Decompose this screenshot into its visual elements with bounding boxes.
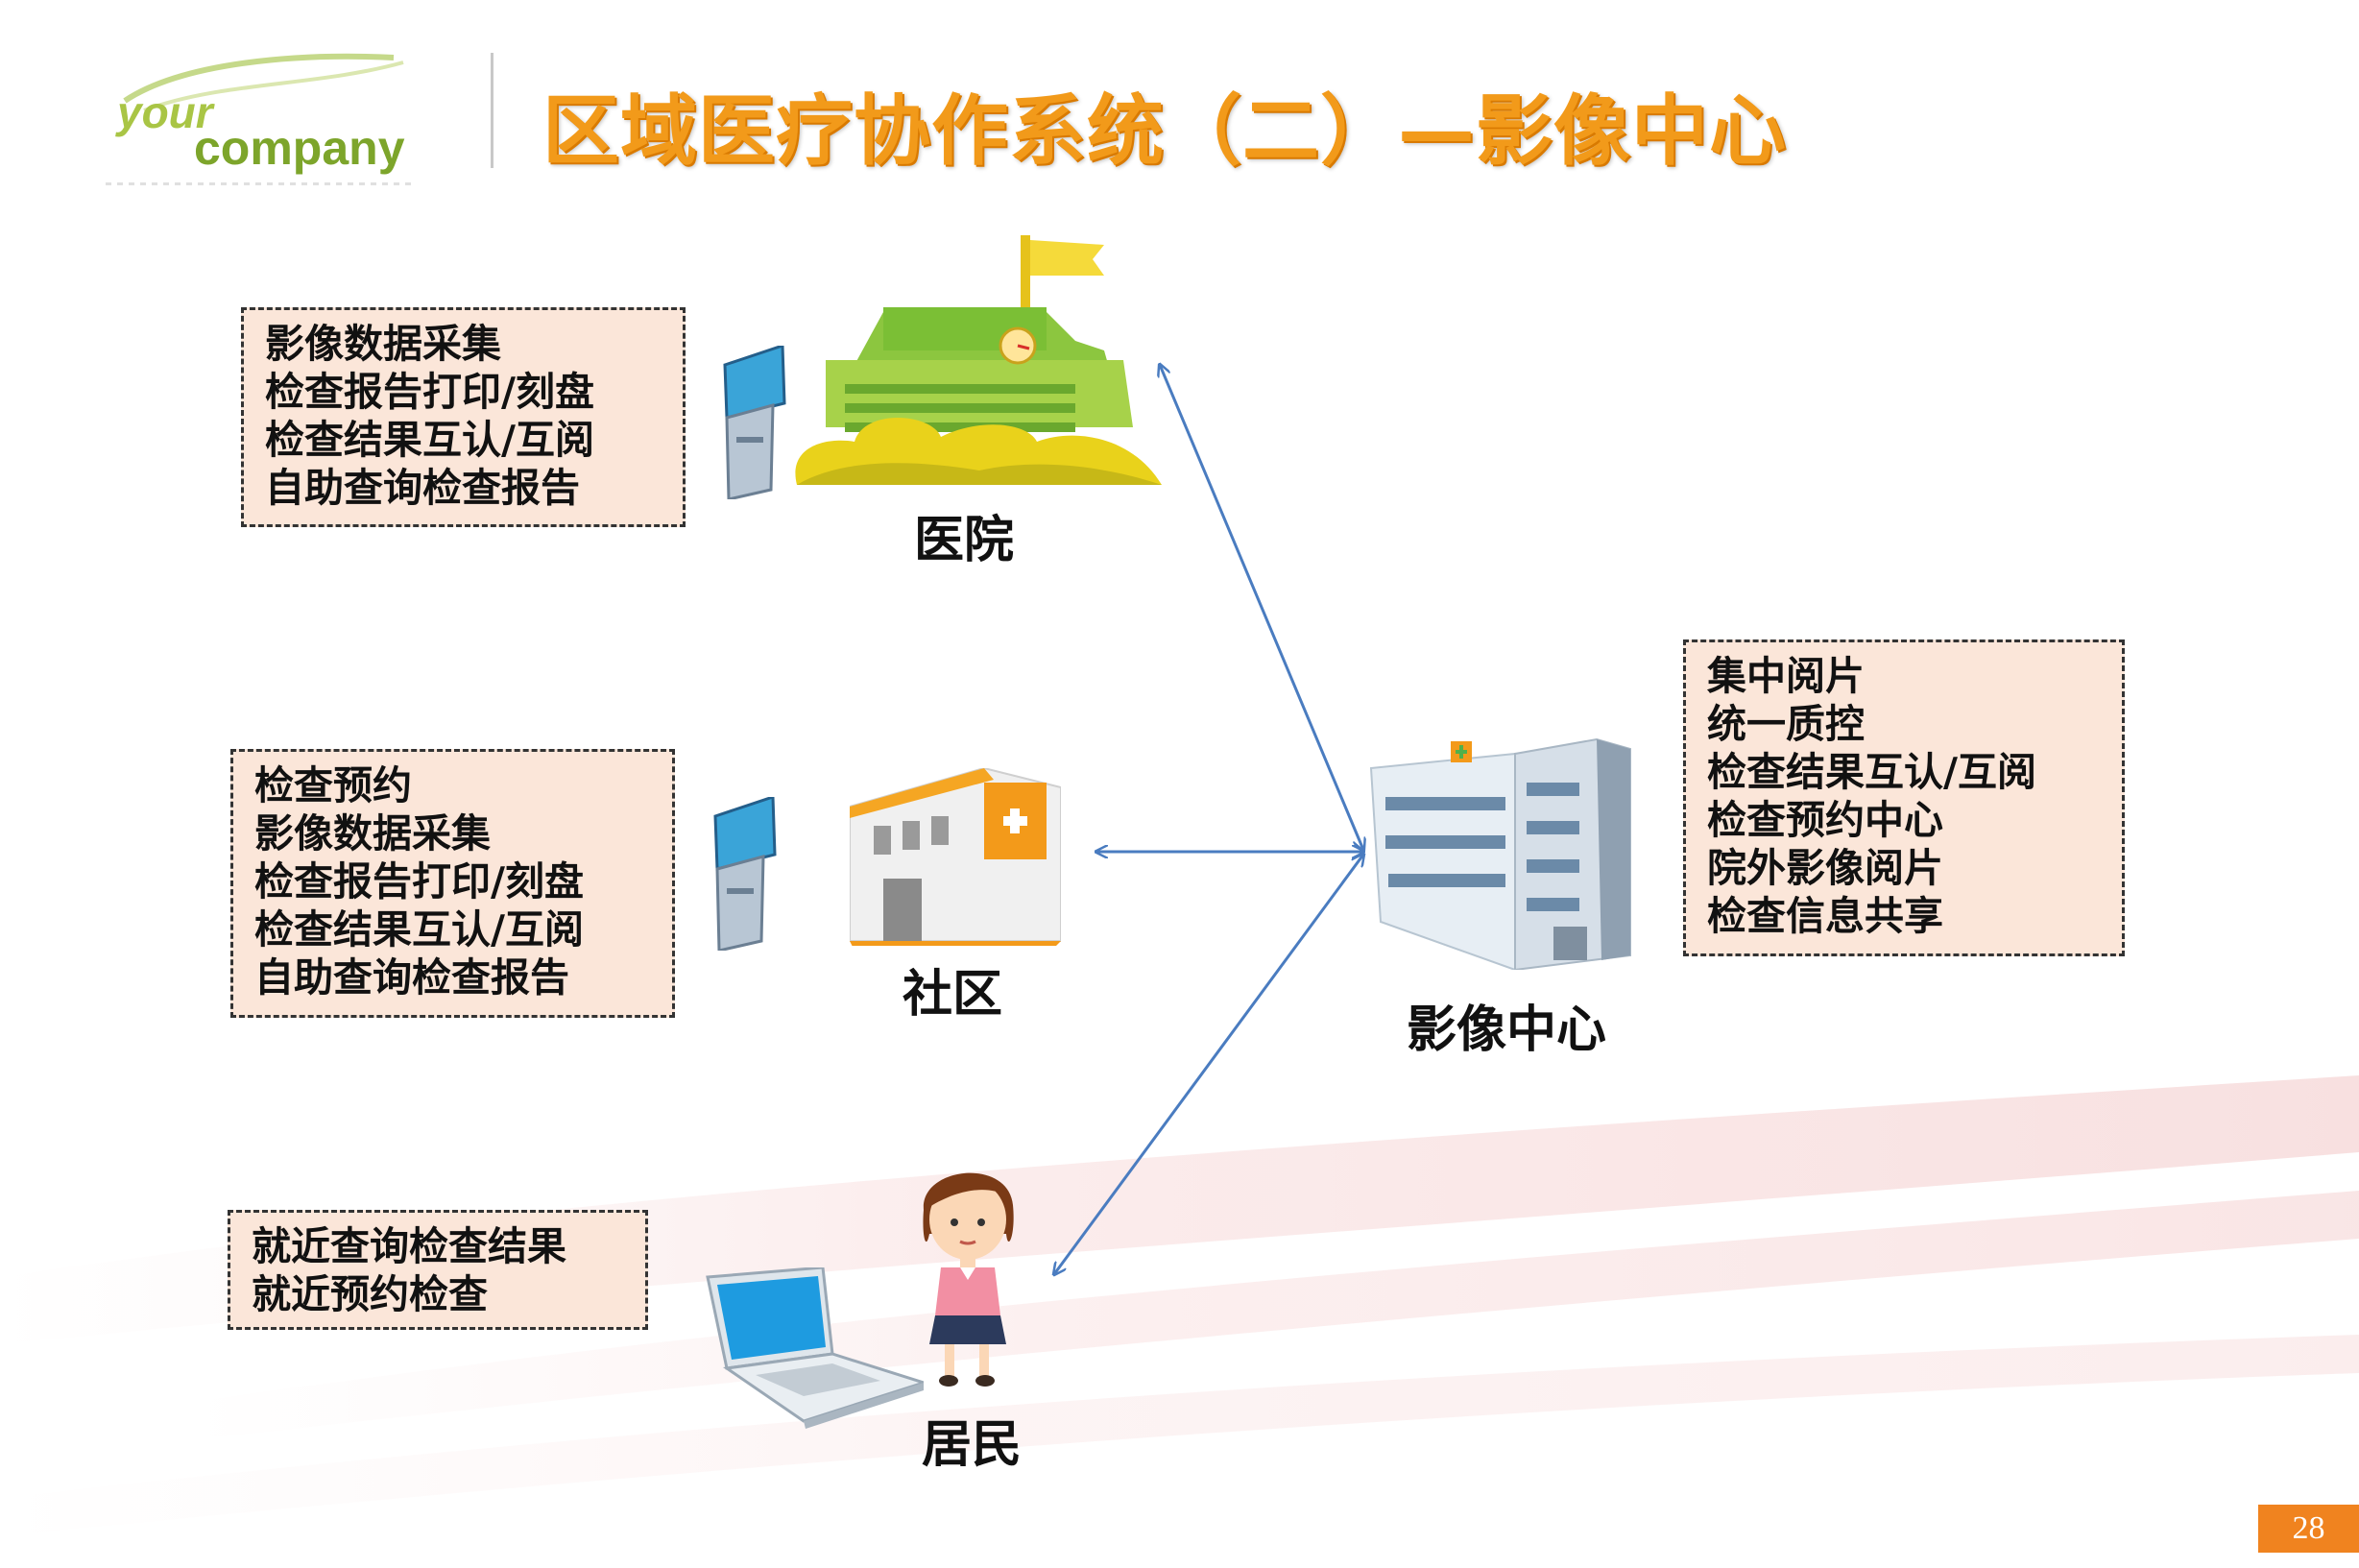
box-line: 就近预约检查 (252, 1271, 488, 1317)
imaging-center-functions-box: 集中阅片 统一质控 检查结果互认/互阅 检查预约中心 院外影像阅片 检查信息共享 (1683, 639, 2125, 956)
box-line: 影像数据采集 (254, 810, 491, 856)
page-title: 区域医疗协作系统（二）—影像中心 (542, 86, 1787, 176)
node-label-community: 社区 (903, 965, 1003, 1024)
hospital-building-icon (795, 235, 1162, 485)
logo-your-text: your (117, 87, 213, 137)
box-line: 就近查询检查结果 (252, 1223, 566, 1269)
community-clinic-icon (850, 768, 1061, 946)
box-line: 检查结果互认/互阅 (254, 906, 584, 953)
box-line: 检查结果互认/互阅 (265, 417, 594, 463)
kiosk-icon (723, 346, 786, 499)
company-logo: your company (106, 43, 422, 197)
arrow-resident-imaging (1054, 855, 1363, 1274)
imaging-center-building-icon (1369, 737, 1631, 970)
arrow-hospital-imaging (1160, 365, 1363, 850)
node-label-resident: 居民 (922, 1415, 1023, 1474)
hospital-functions-box: 影像数据采集 检查报告打印/刻盘 检查结果互认/互阅 自助查询检查报告 (241, 307, 686, 527)
box-line: 检查报告打印/刻盘 (265, 369, 594, 415)
box-line: 检查信息共享 (1707, 893, 1943, 939)
node-label-hospital: 医院 (914, 511, 1015, 569)
box-line: 检查报告打印/刻盘 (254, 858, 584, 905)
logo-tagline (106, 182, 413, 185)
node-label-imaging-center: 影像中心 (1407, 1001, 1607, 1059)
box-line: 自助查询检查报告 (265, 465, 580, 511)
laptop-icon (706, 1267, 924, 1429)
community-functions-box: 检查预约 影像数据采集 检查报告打印/刻盘 检查结果互认/互阅 自助查询检查报告 (230, 749, 675, 1018)
logo-company-text: company (194, 121, 405, 175)
box-line: 统一质控 (1707, 701, 1865, 747)
box-line: 集中阅片 (1707, 653, 1865, 699)
box-line: 检查预约中心 (1707, 797, 1943, 843)
logo-swoosh-icon (123, 53, 404, 112)
page-number-badge: 28 (2258, 1505, 2359, 1553)
box-line: 影像数据采集 (265, 321, 501, 367)
kiosk-icon (713, 797, 777, 951)
box-line: 院外影像阅片 (1707, 845, 1943, 891)
resident-person-icon (923, 1172, 1014, 1387)
box-line: 自助查询检查报告 (254, 954, 569, 1001)
resident-functions-box: 就近查询检查结果 就近预约检查 (228, 1210, 648, 1330)
header-divider (491, 53, 493, 168)
box-line: 检查结果互认/互阅 (1707, 749, 2036, 795)
box-line: 检查预约 (254, 762, 412, 808)
